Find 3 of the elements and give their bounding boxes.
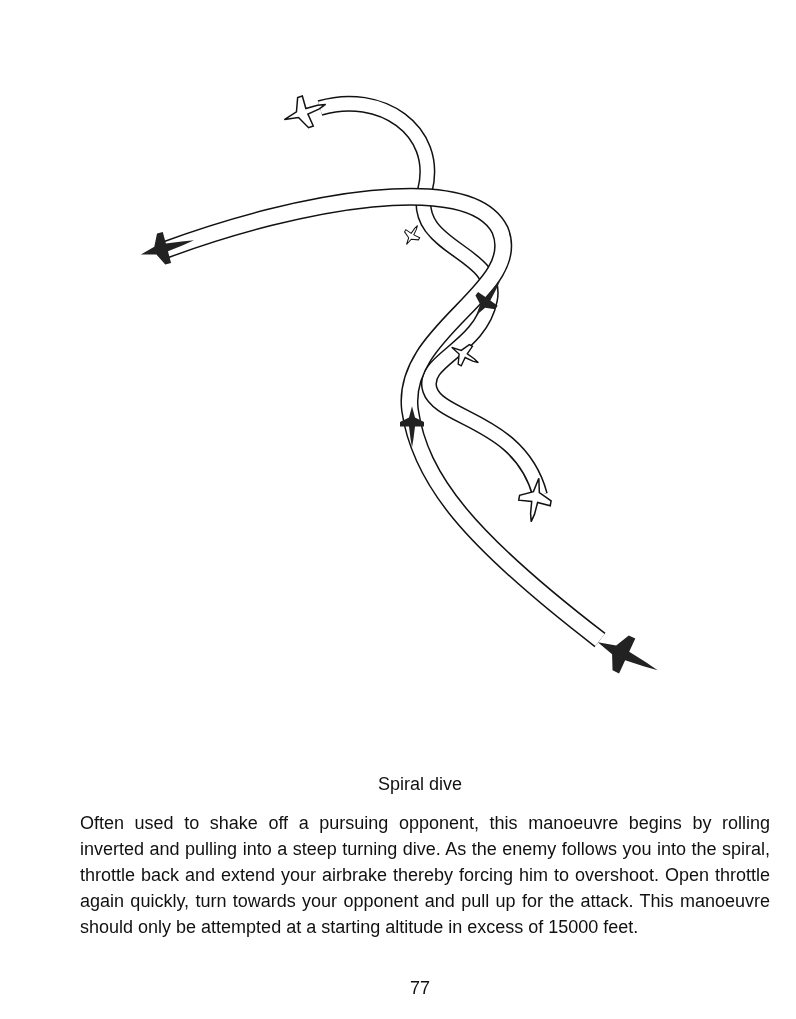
body-paragraph: Often used to shake off a pursuing opponent, this manoeuvre begins by rolling inverted and pulling into a steep turning dive. As the enemy follows you into the spiral, throttle back and extend your airbrake thereby forcing him to overshoot. Open throttle again quickly, turn towards your opponent and pull up for the attack. This manoeuvre should only be attempted at a starting altitude in excess of 15000 feet. — [80, 812, 770, 939]
page-number: 77 — [409, 978, 431, 999]
figure-caption: Spiral dive — [376, 774, 463, 795]
